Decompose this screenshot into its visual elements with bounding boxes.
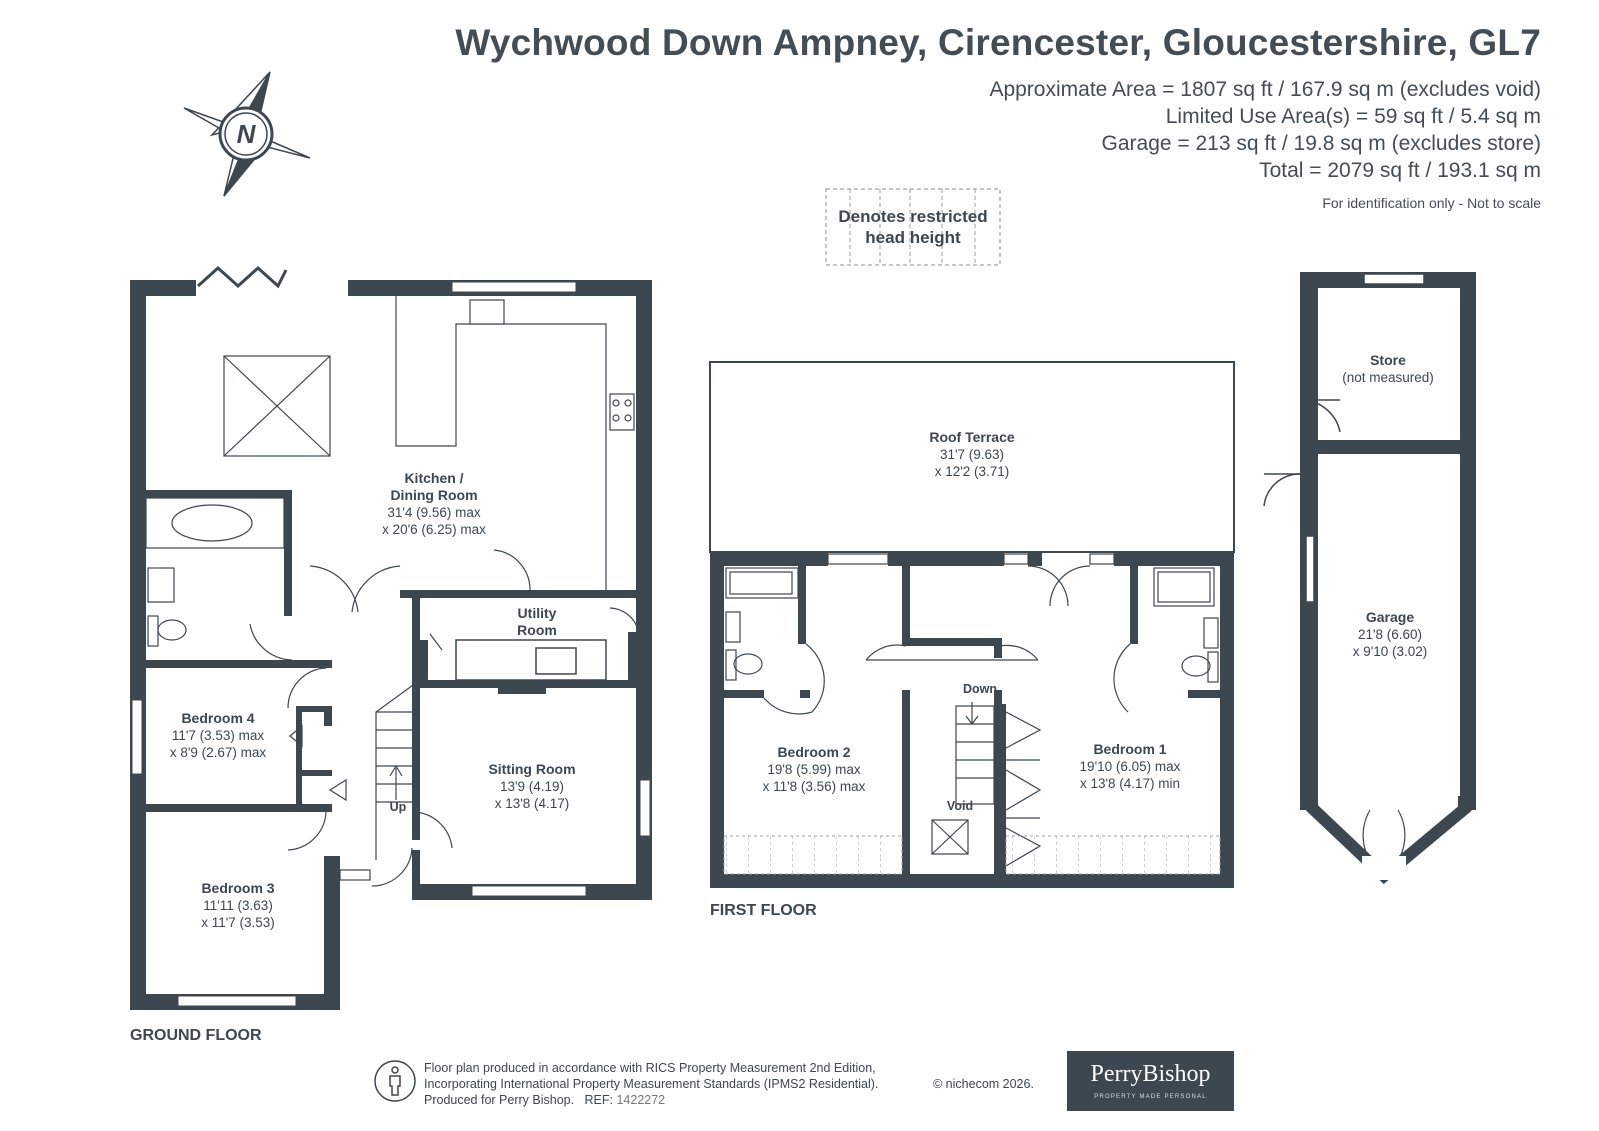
utility-name-1: Utility bbox=[518, 605, 557, 621]
stairs-up-label: Up bbox=[390, 800, 407, 814]
utility-name-2: Room bbox=[517, 622, 557, 638]
legend-restricted-height: Denotes restricted head height bbox=[825, 188, 1001, 266]
garage-name: Garage bbox=[1366, 609, 1414, 625]
bedroom3-name: Bedroom 3 bbox=[201, 880, 274, 896]
first-floor-label: FIRST FLOOR bbox=[710, 902, 817, 919]
void-label: Void bbox=[947, 799, 973, 813]
bedroom2-name: Bedroom 2 bbox=[777, 744, 850, 760]
bedroom2-dim-2: x 11'8 (3.56) max bbox=[763, 779, 866, 794]
store-name: Store bbox=[1370, 352, 1406, 368]
garage-labels: Store (not measured) Garage 21'8 (6.60) … bbox=[1342, 352, 1434, 659]
footer-line-1: Floor plan produced in accordance with R… bbox=[424, 1061, 876, 1075]
ground-floor-fixtures bbox=[145, 296, 639, 887]
sitting-name: Sitting Room bbox=[488, 761, 575, 777]
person-icon bbox=[374, 1060, 416, 1102]
first-floor-labels: Roof Terrace 31'7 (9.63) x 12'2 (3.71) B… bbox=[710, 429, 1181, 919]
bedroom1-dim-2: x 13'8 (4.17) min bbox=[1080, 776, 1180, 791]
garage-plan bbox=[1263, 272, 1476, 885]
kitchen-dim-2: x 20'6 (6.25) max bbox=[382, 522, 486, 537]
logo-tagline: PROPERTY MADE PERSONAL bbox=[1094, 1094, 1207, 1100]
area-line-approximate: Approximate Area = 1807 sq ft / 167.9 sq… bbox=[989, 78, 1541, 101]
bedroom4-dim-2: x 8'9 (2.67) max bbox=[170, 745, 267, 760]
copyright: © nichecom 2026. bbox=[933, 1077, 1034, 1091]
kitchen-name-1: Kitchen / bbox=[404, 470, 463, 486]
page-title: Wychwood Down Ampney, Cirencester, Glouc… bbox=[455, 22, 1541, 63]
garage-dim-1: 21'8 (6.60) bbox=[1358, 627, 1422, 642]
roof-terrace-dim-1: 31'7 (9.63) bbox=[940, 447, 1004, 462]
footer-ref-value: 1422272 bbox=[616, 1093, 666, 1107]
kitchen-name-2: Dining Room bbox=[390, 487, 477, 503]
ground-floor-labels: Kitchen / Dining Room 31'4 (9.56) max x … bbox=[130, 470, 576, 1044]
roof-terrace-dim-2: x 12'2 (3.71) bbox=[935, 464, 1010, 479]
ground-floor-plan bbox=[130, 265, 652, 1010]
bedroom4-dim-1: 11'7 (3.53) max bbox=[172, 728, 265, 743]
area-line-total: Total = 2079 sq ft / 193.1 sq m bbox=[1259, 159, 1541, 182]
footer-line-3: Produced for Perry Bishop. REF: 1422272 bbox=[424, 1092, 878, 1108]
compass-icon: N bbox=[183, 71, 311, 197]
bedroom1-name: Bedroom 1 bbox=[1093, 741, 1166, 757]
bedroom1-dim-1: 19'10 (6.05) max bbox=[1080, 759, 1181, 774]
disclaimer: For identification only - Not to scale bbox=[1322, 195, 1541, 211]
bedroom4-name: Bedroom 4 bbox=[181, 710, 254, 726]
sitting-dim-1: 13'9 (4.19) bbox=[500, 779, 564, 794]
area-line-garage: Garage = 213 sq ft / 19.8 sq m (excludes… bbox=[1101, 132, 1541, 155]
perrybishop-logo: PerryBishop PROPERTY MADE PERSONAL bbox=[1067, 1051, 1234, 1111]
sitting-dim-2: x 13'8 (4.17) bbox=[495, 796, 570, 811]
bedroom2-dim-1: 19'8 (5.99) max bbox=[767, 762, 861, 777]
first-floor-plan bbox=[709, 361, 1235, 888]
area-line-limited-use: Limited Use Area(s) = 59 sq ft / 5.4 sq … bbox=[1165, 105, 1541, 128]
footer-line-2: Incorporating International Property Mea… bbox=[424, 1077, 879, 1091]
footer-produced-for: Produced for Perry Bishop. bbox=[424, 1093, 575, 1107]
stairs-down-label: Down bbox=[963, 682, 997, 696]
compass-letter: N bbox=[237, 119, 257, 149]
logo-name: PerryBishop bbox=[1090, 1061, 1211, 1087]
roof-terrace-name: Roof Terrace bbox=[929, 429, 1015, 445]
area-summary: Approximate Area = 1807 sq ft / 167.9 sq… bbox=[989, 76, 1541, 217]
legend-line-2: head height bbox=[865, 228, 961, 247]
garage-dim-2: x 9'10 (3.02) bbox=[1353, 644, 1428, 659]
footer-notes: Floor plan produced in accordance with R… bbox=[424, 1060, 878, 1108]
legend-line-1: Denotes restricted bbox=[838, 207, 987, 226]
ground-floor-label: GROUND FLOOR bbox=[130, 1027, 262, 1044]
footer-ref-label: REF: bbox=[584, 1093, 613, 1107]
bedroom3-dim-2: x 11'7 (3.53) bbox=[201, 915, 275, 930]
kitchen-dim-1: 31'4 (9.56) max bbox=[387, 505, 481, 520]
store-note: (not measured) bbox=[1342, 370, 1434, 385]
bedroom3-dim-1: 11'11 (3.63) bbox=[203, 898, 273, 913]
